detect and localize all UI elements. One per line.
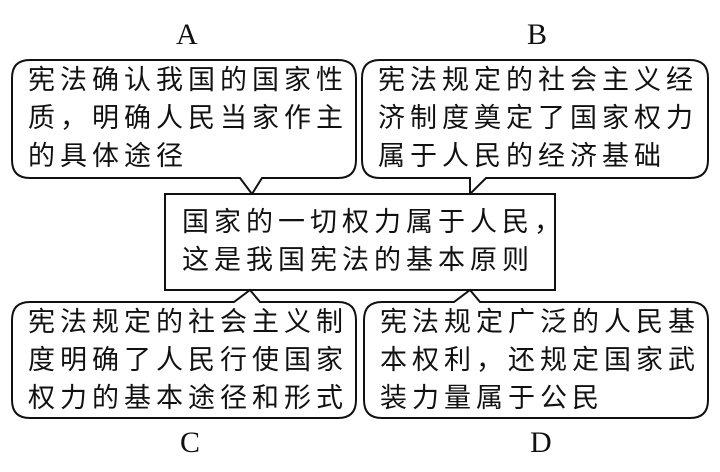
statement-c-line: 宪法规定的社会主义制	[28, 307, 348, 338]
center-statement: 国家的一切权力属于人民， 这是我国宪法的基本原则	[182, 204, 566, 280]
statement-c-line: 权力的基本途径和形式	[28, 383, 348, 414]
statement-a-line: 宪法确认我国的国家性	[28, 65, 348, 96]
statement-b: 宪法规定的社会主义经 济制度奠定了国家权力 属于人民的经济基础	[378, 62, 698, 176]
statement-d: 宪法规定广泛的人民基 本权利，还规定国家武 装力量属于公民	[380, 304, 700, 418]
statement-b-line: 济制度奠定了国家权力	[378, 103, 698, 134]
statement-d-line: 装力量属于公民	[380, 383, 604, 414]
center-box	[164, 193, 556, 291]
label-b: B	[527, 18, 548, 51]
bubble-d	[363, 288, 709, 419]
bubble-a	[11, 59, 357, 196]
bubble-c	[11, 288, 357, 419]
statement-a-line: 质，明确人民当家作主	[28, 103, 348, 134]
statement-c: 宪法规定的社会主义制 度明确了人民行使国家 权力的基本途径和形式	[28, 304, 348, 418]
label-c: C	[180, 426, 201, 459]
label-a: A	[176, 18, 198, 51]
statement-d-line: 本权利，还规定国家武	[380, 345, 700, 376]
statement-c-line: 度明确了人民行使国家	[28, 345, 348, 376]
center-line: 国家的一切权力属于人民，	[182, 207, 566, 238]
statement-b-line: 宪法规定的社会主义经	[378, 65, 698, 96]
statement-a-line: 的具体途径	[28, 141, 188, 172]
statement-a: 宪法确认我国的国家性 质，明确人民当家作主 的具体途径	[28, 62, 348, 176]
center-line: 这是我国宪法的基本原则	[182, 245, 534, 276]
bubble-b	[361, 59, 709, 197]
statement-d-line: 宪法规定广泛的人民基	[380, 307, 700, 338]
statement-b-line: 属于人民的经济基础	[378, 141, 666, 172]
label-d: D	[530, 426, 552, 459]
